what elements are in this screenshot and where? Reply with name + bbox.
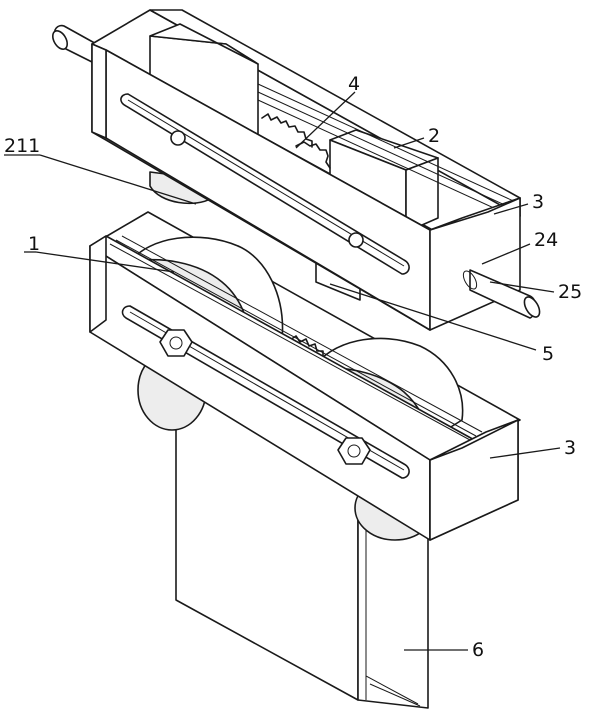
right-shaft bbox=[462, 269, 541, 319]
nut-left bbox=[159, 329, 193, 357]
label-25: 25 bbox=[558, 281, 582, 303]
pin-left bbox=[170, 130, 186, 146]
label-211: 211 bbox=[4, 135, 40, 157]
label-3-lower: 3 bbox=[564, 437, 576, 459]
labels: 4 211 2 3 1 24 25 5 3 6 bbox=[4, 73, 582, 661]
label-6: 6 bbox=[472, 639, 484, 661]
leader-lines bbox=[35, 91, 561, 651]
label-5: 5 bbox=[542, 343, 554, 365]
label-4: 4 bbox=[348, 73, 360, 95]
upper-frame bbox=[91, 43, 521, 331]
nut-right bbox=[337, 437, 371, 465]
label-3-upper: 3 bbox=[532, 191, 544, 213]
label-1: 1 bbox=[28, 233, 40, 255]
label-2: 2 bbox=[428, 125, 440, 147]
lower-frame bbox=[89, 235, 519, 541]
pin-right bbox=[348, 232, 364, 248]
label-24: 24 bbox=[534, 229, 558, 251]
